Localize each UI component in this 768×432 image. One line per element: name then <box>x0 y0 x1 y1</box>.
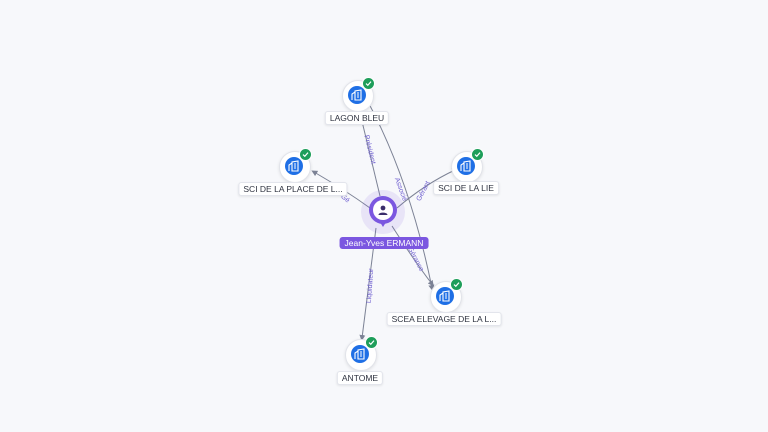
building-icon <box>457 157 475 175</box>
edge-sci-lie[interactable] <box>396 168 458 209</box>
company-label-sci-place[interactable]: SCI DE LA PLACE DE L... <box>238 182 348 196</box>
edge-label-gerance: Gérance <box>406 246 425 273</box>
edge-label-president: Président <box>362 134 376 164</box>
building-icon <box>285 157 303 175</box>
company-node-sci-place[interactable] <box>279 148 312 183</box>
person-node[interactable] <box>361 190 405 234</box>
company-label-sci-lie[interactable]: SCI DE LA LIE <box>433 181 499 195</box>
building-icon <box>351 345 369 363</box>
check-badge-icon <box>299 148 312 161</box>
building-icon <box>436 287 454 305</box>
company-label-lagon-bleu[interactable]: LAGON BLEU <box>324 111 390 125</box>
check-badge-icon <box>362 77 375 90</box>
company-label-scea-elevage[interactable]: SCEA ELEVAGE DE LA L... <box>386 312 502 326</box>
company-node-sci-lie[interactable] <box>451 148 484 183</box>
building-icon <box>348 86 366 104</box>
check-badge-icon <box>450 278 463 291</box>
edge-lagon-bleu[interactable] <box>357 110 381 197</box>
user-icon <box>373 200 393 220</box>
edge-label-liquidateur: Liquidateur <box>366 268 375 304</box>
check-badge-icon <box>365 336 378 349</box>
edge-scea[interactable] <box>391 225 434 287</box>
check-badge-icon <box>471 148 484 161</box>
edge-label-ge: Gé <box>339 193 351 204</box>
company-node-lagon-bleu[interactable] <box>342 77 375 112</box>
person-label[interactable]: Jean-Yves ERMANN <box>339 237 429 249</box>
company-label-antome[interactable]: ANTOME <box>336 371 384 385</box>
company-node-scea-elevage[interactable] <box>430 278 463 313</box>
company-node-antome[interactable] <box>345 336 378 371</box>
